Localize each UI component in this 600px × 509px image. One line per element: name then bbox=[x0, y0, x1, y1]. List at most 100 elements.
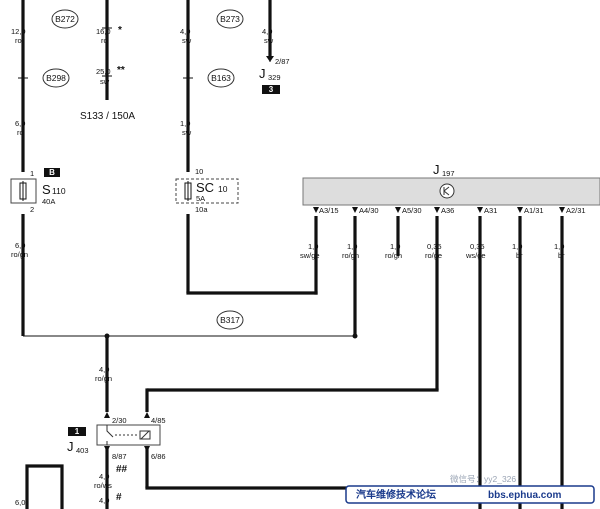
fuse-sc10-pin-out: 10a bbox=[195, 205, 208, 214]
node-b272-label: B272 bbox=[55, 14, 75, 24]
node-b273-label: B273 bbox=[220, 14, 240, 24]
pin-gauge: 1,0 bbox=[512, 242, 522, 251]
pin-a2-31: A2/31 1,0 br bbox=[554, 206, 586, 260]
wire-color: sw bbox=[264, 36, 274, 45]
pin-color: br bbox=[516, 251, 523, 260]
fuse-s110-pin2: 2 bbox=[30, 205, 34, 214]
pin-a4-30: A4/30 1,0 ro/gn bbox=[342, 206, 379, 260]
wire-symbol: * bbox=[118, 25, 122, 36]
fuse-s110: B 1 2 S 110 40A bbox=[10, 168, 66, 214]
node-b317-label: B317 bbox=[220, 315, 240, 325]
wire-color: sw bbox=[182, 128, 192, 137]
relay-j403-arrow bbox=[104, 412, 110, 418]
fuse-sc10: 10 SC 10 5A 10a bbox=[175, 167, 239, 214]
fuse-sc10-amp: 5A bbox=[196, 194, 205, 203]
control-unit-j197: J 197 A3/15 1,0 sw/ge A4/30 1,0 ro/gn A5… bbox=[300, 162, 600, 260]
wire-gauge: 6,0 bbox=[15, 241, 25, 250]
relay-j403-sub: 403 bbox=[76, 446, 89, 455]
relay-j403-badge-label: 1 bbox=[75, 427, 80, 436]
wire-gauge: 4,0 bbox=[99, 472, 109, 481]
pin-label: A36 bbox=[441, 206, 454, 215]
control-unit-j197-sub: 197 bbox=[442, 169, 455, 178]
wire-gauge: 4,0 bbox=[180, 27, 190, 36]
watermark-url: bbs.ephua.com bbox=[488, 490, 561, 501]
node-b298 bbox=[42, 68, 70, 88]
junction-dot bbox=[352, 333, 358, 339]
relay-j403-name: J bbox=[67, 439, 74, 454]
wire-gauge: 1,0 bbox=[180, 119, 190, 128]
pin-arrow bbox=[559, 207, 565, 213]
wire-gauge: 16,0 bbox=[96, 27, 111, 36]
wire-gauge: 4,0 bbox=[99, 365, 109, 374]
wire-gauge: 12,0 bbox=[11, 27, 26, 36]
pin-color: ro/ge bbox=[425, 251, 442, 260]
pin-gauge: 0,35 bbox=[470, 242, 485, 251]
wire-bottom-left-frame bbox=[25, 464, 64, 509]
node-b298-label: B298 bbox=[46, 73, 66, 83]
pin-arrow bbox=[477, 207, 483, 213]
watermark-site: 汽车维修技术论坛 bbox=[356, 488, 436, 501]
wire-color: ro/gn bbox=[11, 250, 28, 259]
node-b163-label: B163 bbox=[211, 73, 231, 83]
nodes: B272 B273 B298 B163 B317 bbox=[42, 9, 244, 330]
relay-j329-badge-label: 3 bbox=[269, 85, 274, 94]
relay-j403-arrow bbox=[104, 446, 110, 452]
control-unit-j197-pins: A3/15 1,0 sw/ge A4/30 1,0 ro/gn A5/30 1,… bbox=[300, 206, 586, 260]
watermark-wechat: 微信号：yy2_326 bbox=[450, 474, 516, 484]
relay-j403-pin: 8/87 bbox=[112, 452, 127, 461]
pin-label: A1/31 bbox=[524, 206, 544, 215]
pin-arrow bbox=[352, 207, 358, 213]
wires bbox=[21, 0, 564, 509]
wire-gauge: 6,0 bbox=[15, 498, 25, 507]
relay-j329-pin: 2/87 bbox=[275, 57, 290, 66]
pin-a5-30: A5/30 1,0 ro/gn bbox=[385, 206, 422, 260]
wire-gauge: 6,0 bbox=[15, 119, 25, 128]
fuse-s110-name: S bbox=[42, 182, 51, 197]
wire-color: sw bbox=[182, 36, 192, 45]
wire-symbol: ## bbox=[116, 464, 128, 475]
relay-j403-pin: 4/85 bbox=[151, 416, 166, 425]
pin-color: ro/gn bbox=[342, 251, 359, 260]
wire-color: ro/gn bbox=[95, 374, 112, 383]
node-b272 bbox=[51, 9, 79, 29]
wire-color: sw bbox=[100, 77, 110, 86]
pin-gauge: 0,35 bbox=[427, 242, 442, 251]
pin-gauge: 1,0 bbox=[347, 242, 357, 251]
pin-color: ro/gn bbox=[385, 251, 402, 260]
pin-arrow bbox=[395, 207, 401, 213]
pin-arrow bbox=[517, 207, 523, 213]
relay-j403-pin: 2/30 bbox=[112, 416, 127, 425]
wire-symbol: # bbox=[116, 492, 122, 503]
relay-j329-sub: 329 bbox=[268, 73, 281, 82]
relay-j329-name: J bbox=[259, 66, 266, 81]
pin-label: A2/31 bbox=[566, 206, 586, 215]
wire-symbol: ** bbox=[117, 65, 125, 76]
pin-a3-15: A3/15 1,0 sw/ge bbox=[300, 206, 339, 260]
wire-gauge: 4,0 bbox=[262, 27, 272, 36]
relay-j403-arrow bbox=[144, 412, 150, 418]
relay-j403: 2/30 4/85 8/87 6/86 1 J 403 bbox=[67, 412, 166, 461]
fuse-sc10-pin-in: 10 bbox=[195, 167, 203, 176]
node-b317 bbox=[216, 310, 244, 330]
pin-label: A31 bbox=[484, 206, 497, 215]
watermark: 微信号：yy2_326 汽车维修技术论坛 bbs.ephua.com bbox=[345, 474, 595, 504]
pin-a31: A31 0,35 ws/ge bbox=[465, 206, 497, 260]
pin-color: br bbox=[558, 251, 565, 260]
watermark-bar bbox=[345, 485, 595, 504]
wire-labels: 12,0 ro 16,0 * ro 25,0 ** sw 6,0 ro 6,0 … bbox=[11, 25, 274, 507]
pin-color: ws/ge bbox=[465, 251, 486, 260]
vehicle-symbol-glyph bbox=[443, 186, 450, 196]
fuse-s110-badge bbox=[44, 168, 60, 177]
wire-color: ro bbox=[101, 36, 108, 45]
pin-color: sw/ge bbox=[300, 251, 320, 260]
fuse-s110-pin1: 1 bbox=[30, 169, 34, 178]
vehicle-symbol-icon bbox=[439, 183, 455, 199]
junction-dots bbox=[104, 333, 358, 339]
wire-color: ro/ws bbox=[94, 481, 112, 490]
relay-j403-switch-icon bbox=[106, 425, 114, 445]
pin-a36: A36 0,35 ro/ge bbox=[425, 206, 454, 260]
pin-arrow bbox=[313, 207, 319, 213]
wire-gauge: 4,0 bbox=[99, 496, 109, 505]
junction-dot bbox=[104, 333, 110, 339]
